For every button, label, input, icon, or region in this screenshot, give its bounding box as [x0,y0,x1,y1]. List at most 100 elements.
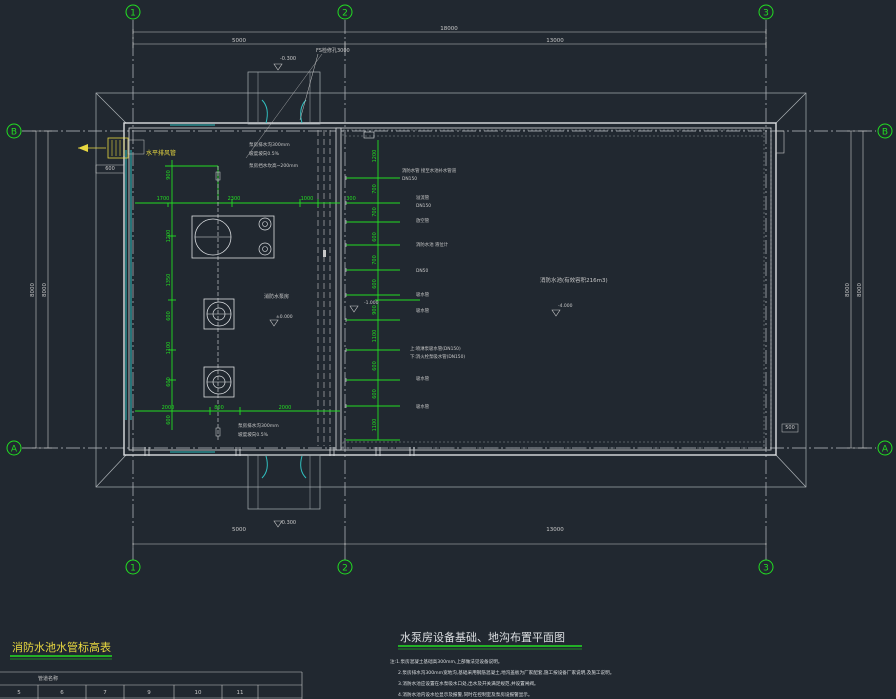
table-col: 5 [17,690,21,696]
dim-text: 2000 [162,405,175,411]
dim-text: 900 [166,170,172,180]
dim-text: 2000 [279,405,292,411]
room-label: 消防水泵房 [264,293,289,300]
table-col: 10 [195,690,202,696]
dim-top-right: 13000 [546,38,564,44]
pipe-label: 下:消火栓泵吸水管(DN150) [410,353,465,360]
table-col: 11 [237,690,244,696]
dim-text: 600 [166,377,172,387]
north-entrance: -0.300 [247,56,321,125]
grid-bubble-1-top: 1 [125,4,141,20]
bottom-wall-marks [144,447,415,456]
roof-outline [95,92,807,488]
vent-label: 水平排风管 [146,149,176,157]
grid-label: 3 [763,9,769,19]
pipe-label: DN150 [402,176,417,182]
pipe-label: 吸水管 [416,403,430,410]
grid-label: 2 [342,9,348,19]
pipe-dim: 600 [372,232,378,242]
note-bottom-1: 泵房排水沟300mm [238,422,279,429]
pipe-label: DN50 [416,268,428,274]
pipe-dim: 600 [372,279,378,289]
grid-bubble-2-bottom: 2 [337,559,353,575]
grid-label: A [882,445,889,455]
pipe-dim: 700 [372,207,378,217]
pipe-label: 消防水池 液位计 [416,241,449,248]
pipe-label: 吸水管 [416,291,430,298]
note-top-3: 泵房挡水坎高~200mm [249,162,299,169]
dim-top-left: 5000 [232,38,246,44]
note-bottom-2: 坡度坡向0.5% [238,431,269,438]
pipe-lines [346,140,420,441]
grid-bubble-3-bottom: 3 [758,559,774,575]
dim-left-inner: 8000 [42,283,48,297]
grid-bubble-b-right: B [877,123,893,139]
pipe-label: 上:喷淋泵吸水管(DN150) [410,345,461,352]
general-notes: 注:1.泵房混凝土基础高300mm,上部做法见设备说明。 2.泵房排水沟300m… [390,658,614,698]
dim-text: 1100 [166,342,172,355]
drawing-title: 水泵房设备基础、地沟布置平面图 [400,630,565,644]
grid-label: A [11,445,18,455]
dim-right-outer: 8000 [857,283,863,297]
dim-text: 600 [166,415,172,425]
grid-label: 1 [130,9,136,19]
dimension-lines [32,29,867,548]
building-walls [123,122,777,456]
grid-bubble-b-left: B [6,123,22,139]
pipe-dim: 1100 [372,419,378,432]
pipe-elev: -1.000 [364,300,379,306]
pipe-label: 吸水管 [416,375,430,382]
pipe-elevation-table: 管道名称 5 6 7 9 10 11 [0,671,303,699]
pump-base-bottom [203,366,235,398]
pipe-dim: 600 [372,389,378,399]
pump-room: 1700 2300 1000 300 2000 800 2000 900 120… [135,53,356,446]
grid-bubble-2-top: 2 [337,4,353,20]
tank-label: 消防水池(有效容积216m3) [540,276,608,284]
table-col: 9 [147,690,151,696]
room-level: ±0.000 [276,314,293,320]
dim-text: 800 [214,405,224,411]
dim-right-offset: 500 [785,425,795,431]
note-line: 3.消防水池应设置在水泵吸水口处,出水及开关满足规范,并设置闸阀。 [398,680,539,687]
note-line: 4.消防水池内设水位显示及报警,同时在控制室及泵房设报警显示。 [398,691,532,698]
note-line: 2.泵房排水沟300mm宽地沟,基础采用钢筋混凝土,地沟盖板为厂家配套,施工按设… [398,669,614,676]
pipe-label: 消防水管 接至水池补水管道 [402,167,457,174]
grid-label: 3 [763,564,769,574]
pipe-dim: 600 [372,361,378,371]
dim-bottom-left: 5000 [232,527,246,533]
table-header: 管道名称 [38,675,58,682]
dim-text: 1700 [157,196,170,202]
grid-label: 2 [342,564,348,574]
dim-left-outer: 8000 [30,283,36,297]
south-entrance: -0.300 [247,454,321,528]
pipe-label: 溢流管 [416,194,430,201]
pump-base-top [191,215,275,259]
top-notch-label: FS检修孔3000 [316,47,350,54]
pipe-label: 吸水管 [416,307,430,314]
drain-trench [317,130,331,446]
table-title: 消防水池水管标高表 [12,640,111,654]
table-col: 7 [103,690,107,696]
grid-bubble-1-bottom: 1 [125,559,141,575]
windows [125,124,215,453]
pipe-zone: 1200 700 700 600 700 600 900 1100 600 60… [345,131,465,441]
water-tank: 消防水池(有效容积216m3) -4.000 [540,276,608,317]
grid-bubble-3-top: 3 [758,4,774,20]
pipe-label: DN150 [416,203,431,209]
dim-text: 1350 [166,274,172,287]
dim-text: 1000 [301,196,314,202]
dim-text: 600 [166,311,172,321]
dim-text: 1200 [166,230,172,243]
tank-level: -4.000 [558,303,573,309]
elev-bottom: -0.300 [280,520,296,526]
pipe-label: 放空管 [416,217,430,224]
pipe-dim: 700 [372,255,378,265]
pipe-dim: 700 [372,184,378,194]
arrow-icon [78,144,88,152]
dim-left-offset: 600 [105,166,115,172]
pump-room-dim-lines [135,160,340,430]
grid-bubble-a-right: A [877,440,893,456]
dim-bottom-right: 13000 [546,527,564,533]
